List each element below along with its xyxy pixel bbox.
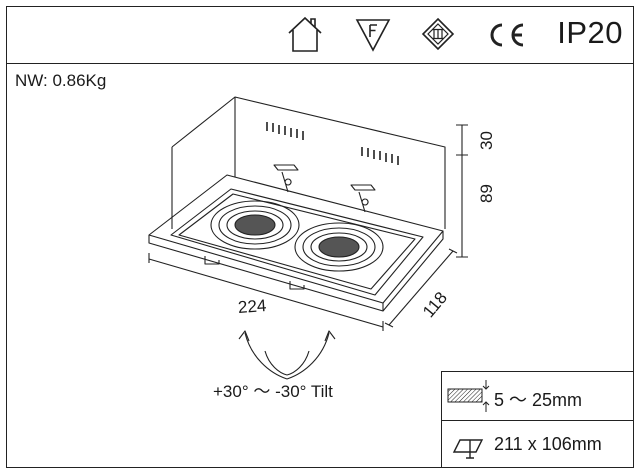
height-total-dimension: 89 — [477, 184, 496, 203]
f-mark-triangle-icon — [355, 19, 391, 52]
ceiling-thickness-icon — [447, 380, 490, 412]
spec-sheet: IP20 NW: 0.86Kg — [6, 6, 634, 468]
house-icon — [288, 16, 322, 52]
product-drawing — [148, 96, 468, 380]
height-top-dimension: 30 — [477, 131, 496, 150]
class-iii-diamond-icon — [421, 17, 455, 51]
cutout-value: 211 x 106mm — [494, 434, 602, 454]
ce-mark-icon — [490, 23, 524, 47]
installation-specs: 5 ～ 25mm 211 x 106mm — [441, 371, 633, 467]
net-weight: NW: 0.86Kg — [15, 71, 107, 90]
tilt-range: +30° ～ -30° Tilt — [213, 382, 333, 401]
ceiling-thickness-value: 5 ～ 25mm — [494, 390, 583, 410]
certification-header: IP20 — [7, 7, 633, 64]
cutout-icon — [452, 439, 484, 459]
cutout-row: 211 x 106mm — [442, 420, 633, 468]
ceiling-thickness-row: 5 ～ 25mm — [442, 372, 633, 421]
ip-rating: IP20 — [557, 15, 623, 50]
length-dimension: 224 — [237, 296, 267, 317]
